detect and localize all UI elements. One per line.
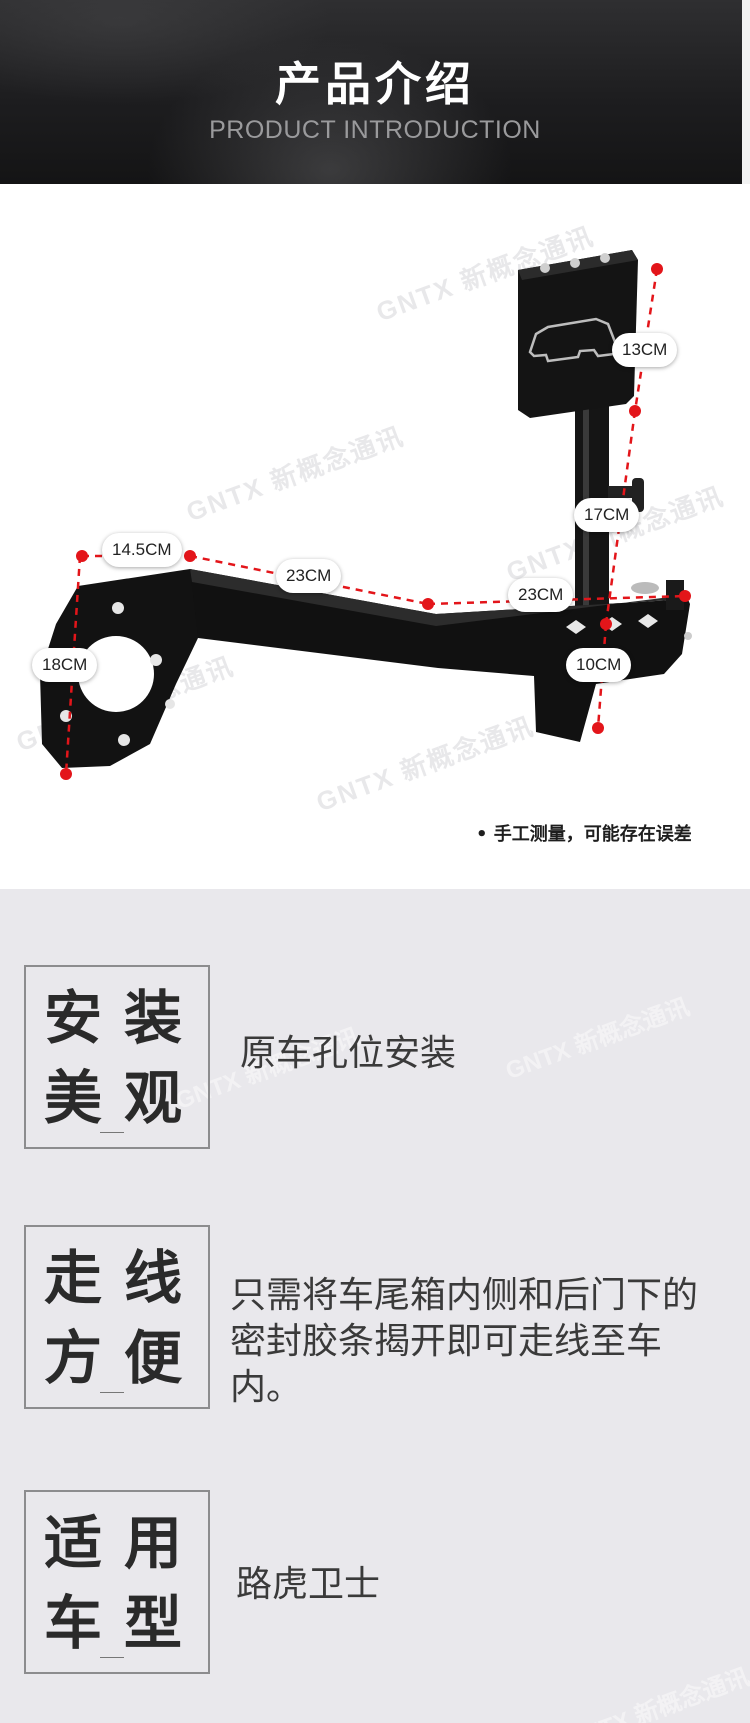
dimension-label: 10CM (566, 648, 632, 682)
badge-char: 安 (44, 984, 103, 1052)
feature-text-wiring: 只需将车尾箱内侧和后门下的密封胶条揭开即可走线至车内。 (230, 1275, 699, 1408)
top-plate (518, 250, 638, 418)
badge-underline (100, 1657, 124, 1658)
dimension-label: 18CM (32, 648, 98, 682)
badge-char: 型 (124, 1589, 183, 1657)
feature-badge-wiring: 走 线 方 便 (24, 1225, 210, 1409)
dimension-label: 23CM (276, 559, 342, 593)
feature-text-install: 原车孔位安装 (240, 1033, 457, 1074)
badge-char: 便 (124, 1324, 183, 1392)
badge-char: 方 (44, 1324, 103, 1392)
badge-underline (100, 1392, 124, 1393)
car-outline-icon (528, 317, 617, 363)
dimension-label: 17CM (574, 498, 640, 532)
badge-char: 线 (124, 1244, 183, 1312)
badge-char: 适 (44, 1509, 103, 1577)
badge-char: 走 (44, 1244, 103, 1312)
header-banner: 产品介绍 PRODUCT INTRODUCTION (0, 0, 750, 184)
dimension-points (60, 263, 691, 780)
page-subtitle: PRODUCT INTRODUCTION (209, 116, 541, 144)
badge-char: 美 (44, 1064, 103, 1132)
bracket-illustration (40, 250, 692, 780)
badge-char: 用 (124, 1509, 183, 1577)
feature-badge-install: 安 装 美 观 (24, 965, 210, 1149)
watermark: GNTX 新概念通讯 (562, 1663, 750, 1723)
feature-text-models: 路虎卫士 (236, 1564, 381, 1605)
product-image-area: GNTX 新概念通讯 GNTX 新概念通讯 GNTX 新概念通讯 GNTX 新概… (0, 184, 750, 889)
page-title: 产品介绍 (275, 57, 475, 111)
badge-char: 装 (124, 984, 183, 1052)
dimension-label: 23CM (508, 578, 574, 612)
measurement-note: • 手工测量，可能存在误差 (476, 824, 692, 845)
dimension-label: 14.5CM (102, 533, 182, 567)
banner-edge (742, 0, 750, 184)
flange-hole (78, 636, 154, 712)
features-section: GNTX 新概念通讯 GNTX 新概念通讯 GNTX 新概念通讯 安 装 美 观… (0, 889, 750, 1723)
badge-char: 观 (124, 1064, 183, 1132)
bracket-arm (188, 569, 690, 742)
dimension-label: 13CM (612, 333, 678, 367)
feature-badge-models: 适 用 车 型 (24, 1490, 210, 1674)
badge-underline (100, 1132, 124, 1133)
badge-char: 车 (44, 1589, 103, 1657)
